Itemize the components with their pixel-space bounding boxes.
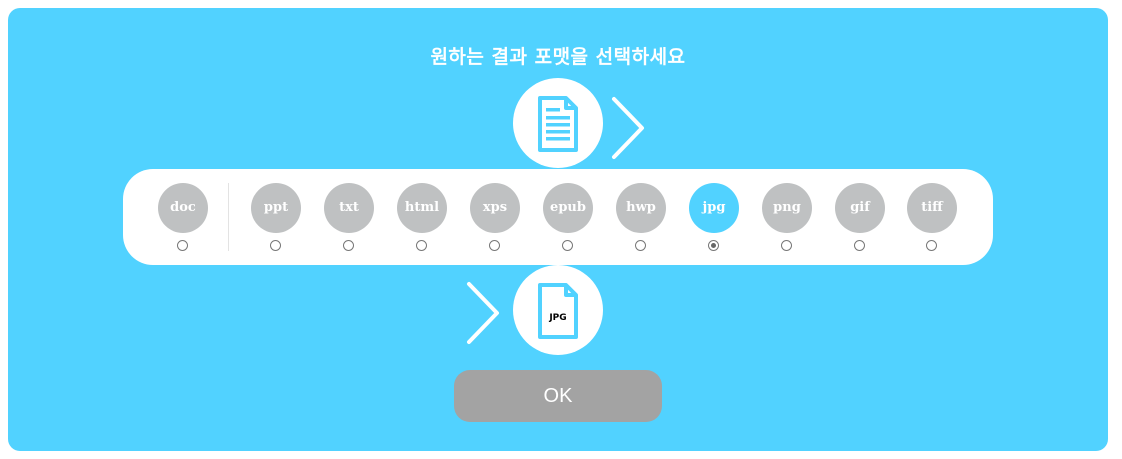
format-label[interactable]: gif	[835, 183, 885, 233]
format-option-ppt[interactable]: ppt	[251, 183, 301, 253]
format-radio-selected[interactable]	[708, 240, 719, 251]
divider	[228, 183, 229, 251]
format-option-hwp[interactable]: hwp	[616, 183, 666, 253]
format-option-tiff[interactable]: tiff	[907, 183, 957, 253]
format-radio[interactable]	[781, 240, 792, 251]
format-label[interactable]: hwp	[616, 183, 666, 233]
format-radio[interactable]	[635, 240, 646, 251]
format-option-gif[interactable]: gif	[835, 183, 885, 253]
dialog-title: 원하는 결과 포맷을 선택하세요	[430, 46, 686, 68]
format-radio[interactable]	[343, 240, 354, 251]
format-label[interactable]: tiff	[907, 183, 957, 233]
ok-button[interactable]: OK	[454, 370, 662, 422]
format-label[interactable]: jpg	[689, 183, 739, 233]
format-label[interactable]: doc	[158, 183, 208, 233]
format-label[interactable]: png	[762, 183, 812, 233]
format-label[interactable]: html	[397, 183, 447, 233]
format-radio[interactable]	[177, 240, 188, 251]
format-label[interactable]: ppt	[251, 183, 301, 233]
chevron-right-icon	[612, 97, 644, 159]
format-label[interactable]: xps	[470, 183, 520, 233]
result-file-icon: JPG	[513, 265, 603, 355]
format-select-dialog: 원하는 결과 포맷을 선택하세요 doc ppt txt	[8, 8, 1108, 451]
format-label[interactable]: epub	[543, 183, 593, 233]
format-option-png[interactable]: png	[762, 183, 812, 253]
format-option-xps[interactable]: xps	[470, 183, 520, 253]
format-option-html[interactable]: html	[397, 183, 447, 253]
chevron-right-icon	[467, 282, 499, 344]
format-radio[interactable]	[562, 240, 573, 251]
source-document-icon	[513, 78, 603, 168]
result-file-label: JPG	[548, 313, 566, 323]
format-option-epub[interactable]: epub	[543, 183, 593, 253]
format-option-doc[interactable]: doc	[158, 183, 208, 253]
format-radio[interactable]	[926, 240, 937, 251]
format-label[interactable]: txt	[324, 183, 374, 233]
format-radio[interactable]	[489, 240, 500, 251]
format-radio[interactable]	[416, 240, 427, 251]
format-radio[interactable]	[270, 240, 281, 251]
format-option-jpg[interactable]: jpg	[689, 183, 739, 253]
format-option-txt[interactable]: txt	[324, 183, 374, 253]
format-selector: doc ppt txt html xps epub hwp jpg	[123, 169, 993, 265]
format-radio[interactable]	[854, 240, 865, 251]
